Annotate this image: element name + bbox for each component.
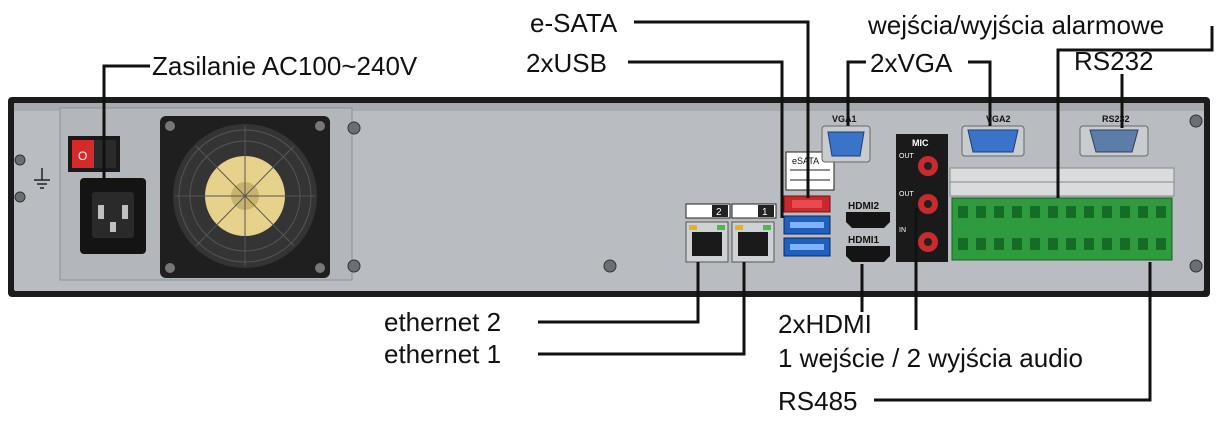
lan1-number: 1 [762, 207, 768, 218]
ground-icon [34, 168, 50, 189]
mic-label: MIC [912, 138, 929, 148]
lan2-number: 2 [716, 207, 722, 218]
audio-out-2-jack[interactable] [918, 194, 938, 214]
audio-out-1-jack[interactable] [918, 156, 938, 176]
screw-icon [347, 121, 361, 135]
audio-in-jack[interactable] [918, 232, 938, 252]
usb-port-2[interactable] [783, 237, 831, 257]
esata-label: e-SATA [530, 8, 618, 38]
ethernet2-label: ethernet 2 [384, 307, 501, 337]
hdmi1-port[interactable]: HDMI1 [846, 235, 890, 262]
rs232-label: RS232 [1074, 46, 1154, 76]
esata-port-label: eSATA [792, 156, 819, 166]
alarm-rs485-terminal-block[interactable] [951, 197, 1173, 261]
ethernet1-label: ethernet 1 [384, 339, 501, 369]
usb-label: 2xUSB [526, 48, 607, 78]
usb-port-1[interactable] [783, 215, 831, 235]
vga2-port-label: VGA2 [986, 114, 1011, 124]
leader-ethernet1 [538, 262, 746, 356]
leader-rs485 [874, 262, 1152, 402]
screw-icon [347, 259, 361, 273]
vga1-port-label: VGA1 [832, 114, 857, 124]
hdmi2-port-label: HDMI2 [848, 201, 880, 212]
screw-icon [14, 191, 26, 203]
leader-alarm [1056, 26, 1214, 198]
power-label: Zasilanie AC100~240V [152, 51, 418, 81]
fan-icon [160, 116, 330, 278]
leader-vga-left [846, 60, 866, 126]
hdmi-label: 2xHDMI [778, 309, 872, 339]
ac-power-inlet[interactable] [80, 178, 146, 254]
leader-usb [628, 60, 784, 218]
screw-icon [1189, 114, 1203, 128]
hdmi1-port-label: HDMI1 [848, 235, 880, 246]
in-label: IN [899, 227, 906, 234]
leader-power [102, 64, 150, 180]
rs232-port-label: RS232 [1102, 114, 1130, 124]
out-label: OUT [899, 191, 915, 198]
alarm-io-label: wejścia/wyjścia alarmowe [867, 10, 1164, 40]
out-label: OUT [899, 153, 915, 160]
audio-label: 1 wejście / 2 wyjścia audio [778, 343, 1083, 373]
power-supply-section: O [14, 107, 1203, 281]
leader-ethernet2 [538, 262, 700, 324]
lan-port-labels: 2 1 [685, 203, 777, 219]
leader-lines [102, 20, 1214, 402]
ethernet-port-2[interactable] [685, 221, 729, 263]
vga1-port[interactable]: VGA1 [821, 114, 871, 163]
screw-icon [1189, 259, 1203, 273]
leader-vga-right [968, 60, 992, 126]
switch-on-label: O [78, 149, 87, 163]
esata-port[interactable] [783, 195, 831, 213]
ethernet-port-1[interactable] [731, 221, 775, 263]
hdmi2-port[interactable]: HDMI2 [846, 201, 890, 228]
screw-icon [14, 154, 26, 166]
vga2-port[interactable]: VGA2 [961, 114, 1025, 157]
rs232-port[interactable]: RS232 [1079, 114, 1149, 157]
rs485-label: RS485 [778, 386, 858, 416]
terminal-strip-legend [949, 167, 1175, 197]
power-switch[interactable]: O [68, 136, 120, 172]
leader-esata [634, 20, 810, 198]
vga-label: 2xVGA [870, 48, 953, 78]
screw-icon [603, 259, 617, 273]
callout-labels: Zasilanie AC100~240V e-SATA 2xUSB 2xVGA … [152, 8, 1164, 416]
